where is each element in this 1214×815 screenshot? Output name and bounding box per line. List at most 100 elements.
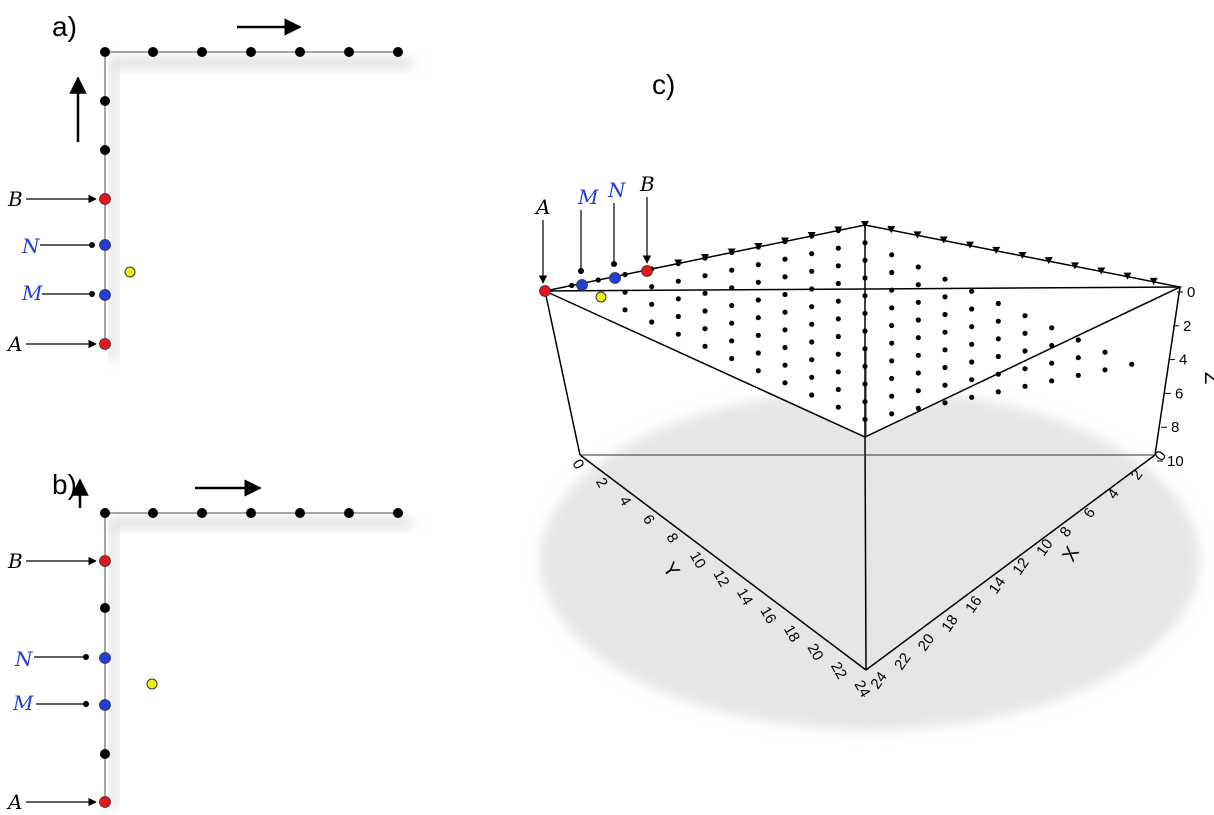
panel-b: b) B N M A (6, 469, 412, 814)
pointer-dot (83, 654, 89, 660)
label-a: A (534, 195, 550, 219)
grid-node (1102, 349, 1108, 355)
pointer-dot (89, 242, 95, 248)
grid-node (889, 287, 895, 293)
grid-node (1102, 367, 1108, 373)
grid-node (702, 343, 708, 349)
grid-node (1049, 342, 1055, 349)
grid-node (1075, 355, 1081, 361)
y-tick-label: 16 (757, 604, 780, 627)
z-tick-label: 4 (1179, 352, 1187, 369)
grid-node (782, 362, 788, 368)
grid-node (835, 369, 841, 375)
edge-triangle (1149, 277, 1158, 285)
measure-point (595, 291, 607, 303)
edge-triangle (913, 231, 922, 239)
y-tick-label: 22 (827, 659, 850, 682)
grid-node (942, 311, 948, 318)
grid-node (622, 289, 628, 295)
grid-node (995, 371, 1001, 377)
label-a: A (6, 332, 22, 356)
pointer-dot (89, 291, 95, 297)
grid-node (1049, 378, 1055, 384)
shadow (110, 60, 118, 360)
grid-node (702, 290, 708, 296)
grid-dots (569, 227, 1135, 422)
edge-triangle (727, 248, 736, 256)
grid-node (862, 275, 868, 281)
electrode-node (148, 508, 158, 518)
edge-triangle (807, 232, 816, 239)
panel-c-label: c) (652, 69, 675, 100)
box-shadow (540, 390, 1200, 730)
grid-node (729, 355, 735, 362)
electrode-node (344, 508, 354, 518)
edge-triangle (1123, 272, 1132, 280)
measure-point (146, 678, 158, 690)
electrode-b (641, 265, 653, 277)
grid-node (942, 294, 948, 300)
grid-node (942, 382, 948, 388)
grid-node (755, 350, 761, 356)
grid-node (942, 329, 948, 335)
grid-node (969, 359, 975, 365)
pointer-dot (611, 261, 617, 267)
edge-triangle (966, 241, 974, 249)
label-n: N (607, 178, 627, 202)
grid-node (809, 339, 815, 345)
electrode-node (393, 47, 403, 57)
grid-node (969, 377, 975, 383)
edge-triangle (992, 246, 1001, 254)
grid-node (782, 309, 788, 315)
grid-node (862, 399, 868, 405)
grid-node (889, 269, 895, 276)
electrode-node (100, 47, 110, 57)
x-tick-label: 20 (915, 631, 938, 654)
grid-node (889, 322, 895, 329)
grid-node (702, 308, 708, 314)
grid-node (1022, 348, 1028, 354)
y-tick-label: 24 (851, 678, 874, 701)
edge-triangle (1071, 262, 1079, 270)
grid-node (862, 257, 868, 263)
grid-node (995, 318, 1001, 324)
label-n: N (21, 234, 41, 258)
grid-node (942, 364, 948, 371)
grid-node (729, 320, 735, 326)
grid-node (889, 411, 895, 417)
grid-node (729, 267, 735, 273)
grid-node (702, 326, 708, 332)
grid-node (809, 392, 815, 398)
electrode-node (295, 47, 305, 57)
electrode-node (295, 508, 305, 518)
grid-node (1075, 337, 1081, 343)
grid-node (755, 297, 761, 303)
grid-node (675, 278, 681, 284)
label-n: N (14, 647, 34, 671)
grid-node (835, 280, 841, 287)
grid-node (915, 282, 921, 288)
grid-node (782, 327, 788, 333)
grid-node (915, 352, 921, 358)
grid-node (702, 273, 708, 279)
x-tick-label: 16 (962, 593, 985, 616)
grid-node (862, 381, 868, 387)
grid-node (809, 251, 815, 257)
grid-node (835, 263, 841, 269)
grid-node (1049, 360, 1055, 366)
grid-node (809, 268, 815, 274)
pointer-dot (83, 701, 89, 707)
electrode-a (99, 796, 111, 808)
grid-node (595, 277, 601, 283)
label-m: M (12, 691, 34, 715)
grid-node (889, 252, 895, 258)
grid-node (569, 282, 575, 289)
grid-node (755, 315, 761, 321)
electrode-node (100, 508, 110, 518)
shadow (112, 518, 412, 528)
grid-node (942, 347, 948, 353)
grid-node (675, 331, 681, 337)
edge-triangle (674, 259, 683, 267)
grid-node (835, 351, 841, 357)
